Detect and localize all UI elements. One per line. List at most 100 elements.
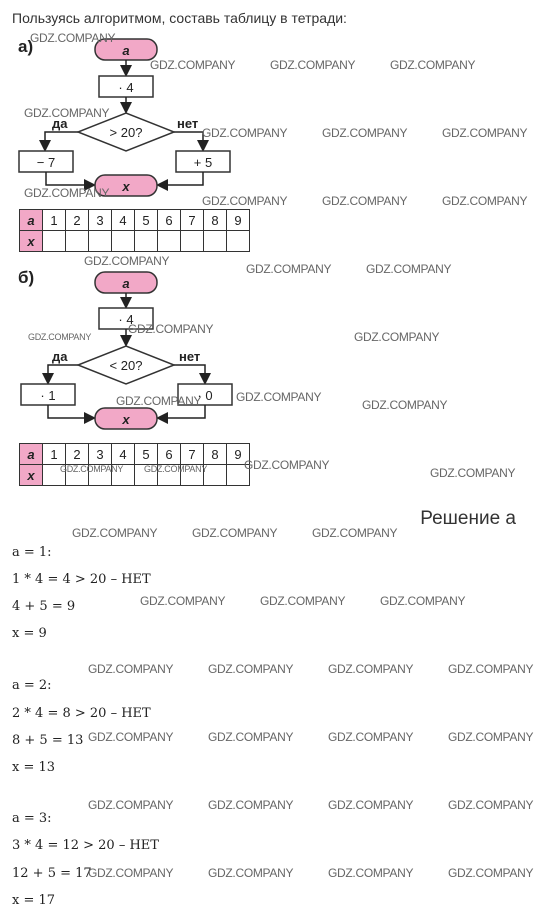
yes-label-a: да [52,116,68,131]
no-op-a: + 5 [194,155,212,170]
cell [226,230,250,252]
watermark: GDZ.COMPANY [390,58,476,72]
watermark: GDZ.COMPANY [442,126,528,140]
no-op-b: · 0 [197,388,212,403]
cell [111,230,135,252]
no-label-b: нет [179,349,200,364]
watermark: GDZ.COMPANY [208,730,294,744]
cell: 2 [65,209,89,231]
watermark: GDZ.COMPANY [328,662,414,676]
cell: 9 [226,209,250,231]
cell [65,230,89,252]
watermark: GDZ.COMPANY [322,126,408,140]
cell: 8 [203,443,227,465]
cell [88,230,112,252]
cell [157,230,181,252]
row-header-x: x [19,464,43,486]
no-label-a: нет [177,116,198,131]
watermark: GDZ.COMPANY [322,194,408,208]
watermark: GDZ.COMPANY [208,662,294,676]
watermark: GDZ.COMPANY [366,262,452,276]
watermark: GDZ.COMPANY [60,464,124,474]
watermark: GDZ.COMPANY [448,798,534,812]
watermark: GDZ.COMPANY [140,594,226,608]
cell: 8 [203,209,227,231]
watermark: GDZ.COMPANY [328,866,414,880]
watermark: GDZ.COMPANY [150,58,236,72]
watermark: GDZ.COMPANY [312,526,398,540]
yes-op-a: − 7 [37,155,55,170]
watermark: GDZ.COMPANY [202,126,288,140]
watermark: GDZ.COMPANY [328,798,414,812]
cell: 5 [134,209,158,231]
watermark: GDZ.COMPANY [260,594,346,608]
cell [180,230,204,252]
solution-line: 1 * 4 = 4 > 20 – НЕТ [12,572,151,587]
flowchart-b: б) a · 4 < 20? да нет · 1 · 0 x [18,268,233,430]
watermark: GDZ.COMPANY [380,594,466,608]
watermark: GDZ.COMPANY [192,526,278,540]
watermark: GDZ.COMPANY [448,730,534,744]
watermark: GDZ.COMPANY [72,526,158,540]
watermark: GDZ.COMPANY [270,58,356,72]
yes-op-b: · 1 [40,388,55,403]
solution-line: a = 3: [12,811,52,826]
label-b: б) [18,268,34,287]
table-row: a 1 2 3 4 5 6 7 8 9 [19,443,250,465]
cell: 7 [180,209,204,231]
watermark: GDZ.COMPANY [430,466,516,480]
row-header-a: a [19,209,43,231]
watermark: GDZ.COMPANY [246,262,332,276]
cell: 6 [157,443,181,465]
yes-label-b: да [52,349,68,364]
multiply-text-b: · 4 [118,312,133,327]
row-header-x: x [19,230,43,252]
condition-diamond-b [75,345,177,385]
watermark: GDZ.COMPANY [30,31,116,45]
end-text-b: x [121,412,130,427]
table-row: x [19,230,250,252]
watermark: GDZ.COMPANY [208,866,294,880]
watermark: GDZ.COMPANY [24,186,110,200]
cell [203,230,227,252]
label-a: а) [18,37,33,56]
table-b: a 1 2 3 4 5 6 7 8 9 x [19,443,250,486]
cell: 6 [157,209,181,231]
watermark: GDZ.COMPANY [362,398,448,412]
table-row: x [19,464,250,486]
multiply-text-a: · 4 [118,80,133,95]
solution-line: x = 17 [12,893,56,908]
flowchart-a: а) a · 4 > 20? да нет − 7 + 5 x [18,37,231,197]
cell: 1 [42,443,66,465]
cell: 3 [88,443,112,465]
solution-line: 3 * 4 = 12 > 20 – НЕТ [12,838,159,853]
cell: 3 [88,209,112,231]
solution-line: x = 9 [12,626,47,641]
table-a: a 1 2 3 4 5 6 7 8 9 x [19,209,250,252]
task-intro: Пользуясь алгоритмом, составь таблицу в … [12,10,347,26]
watermark: GDZ.COMPANY [88,798,174,812]
solution-line: 8 + 5 = 13 [12,733,84,748]
end-text-a: x [121,179,130,194]
start-text-b: a [122,276,129,291]
start-text-a: a [122,43,129,58]
watermark: GDZ.COMPANY [328,730,414,744]
watermark: GDZ.COMPANY [88,662,174,676]
watermark: GDZ.COMPANY [202,194,288,208]
watermark: GDZ.COMPANY [448,662,534,676]
watermark: GDZ.COMPANY [208,798,294,812]
solution-line: a = 2: [12,678,52,693]
solution-line: 2 * 4 = 8 > 20 – НЕТ [12,706,151,721]
cell: 4 [111,209,135,231]
watermark: GDZ.COMPANY [128,322,214,336]
cell [42,230,66,252]
condition-text-b: < 20? [110,358,143,373]
row-header-a: a [19,443,43,465]
solution-line: 12 + 5 = 17 [12,866,92,881]
watermark: GDZ.COMPANY [88,730,174,744]
cell: 2 [65,443,89,465]
watermark: GDZ.COMPANY [448,866,534,880]
cell [134,230,158,252]
watermark: GDZ.COMPANY [442,194,528,208]
cell: 1 [42,209,66,231]
